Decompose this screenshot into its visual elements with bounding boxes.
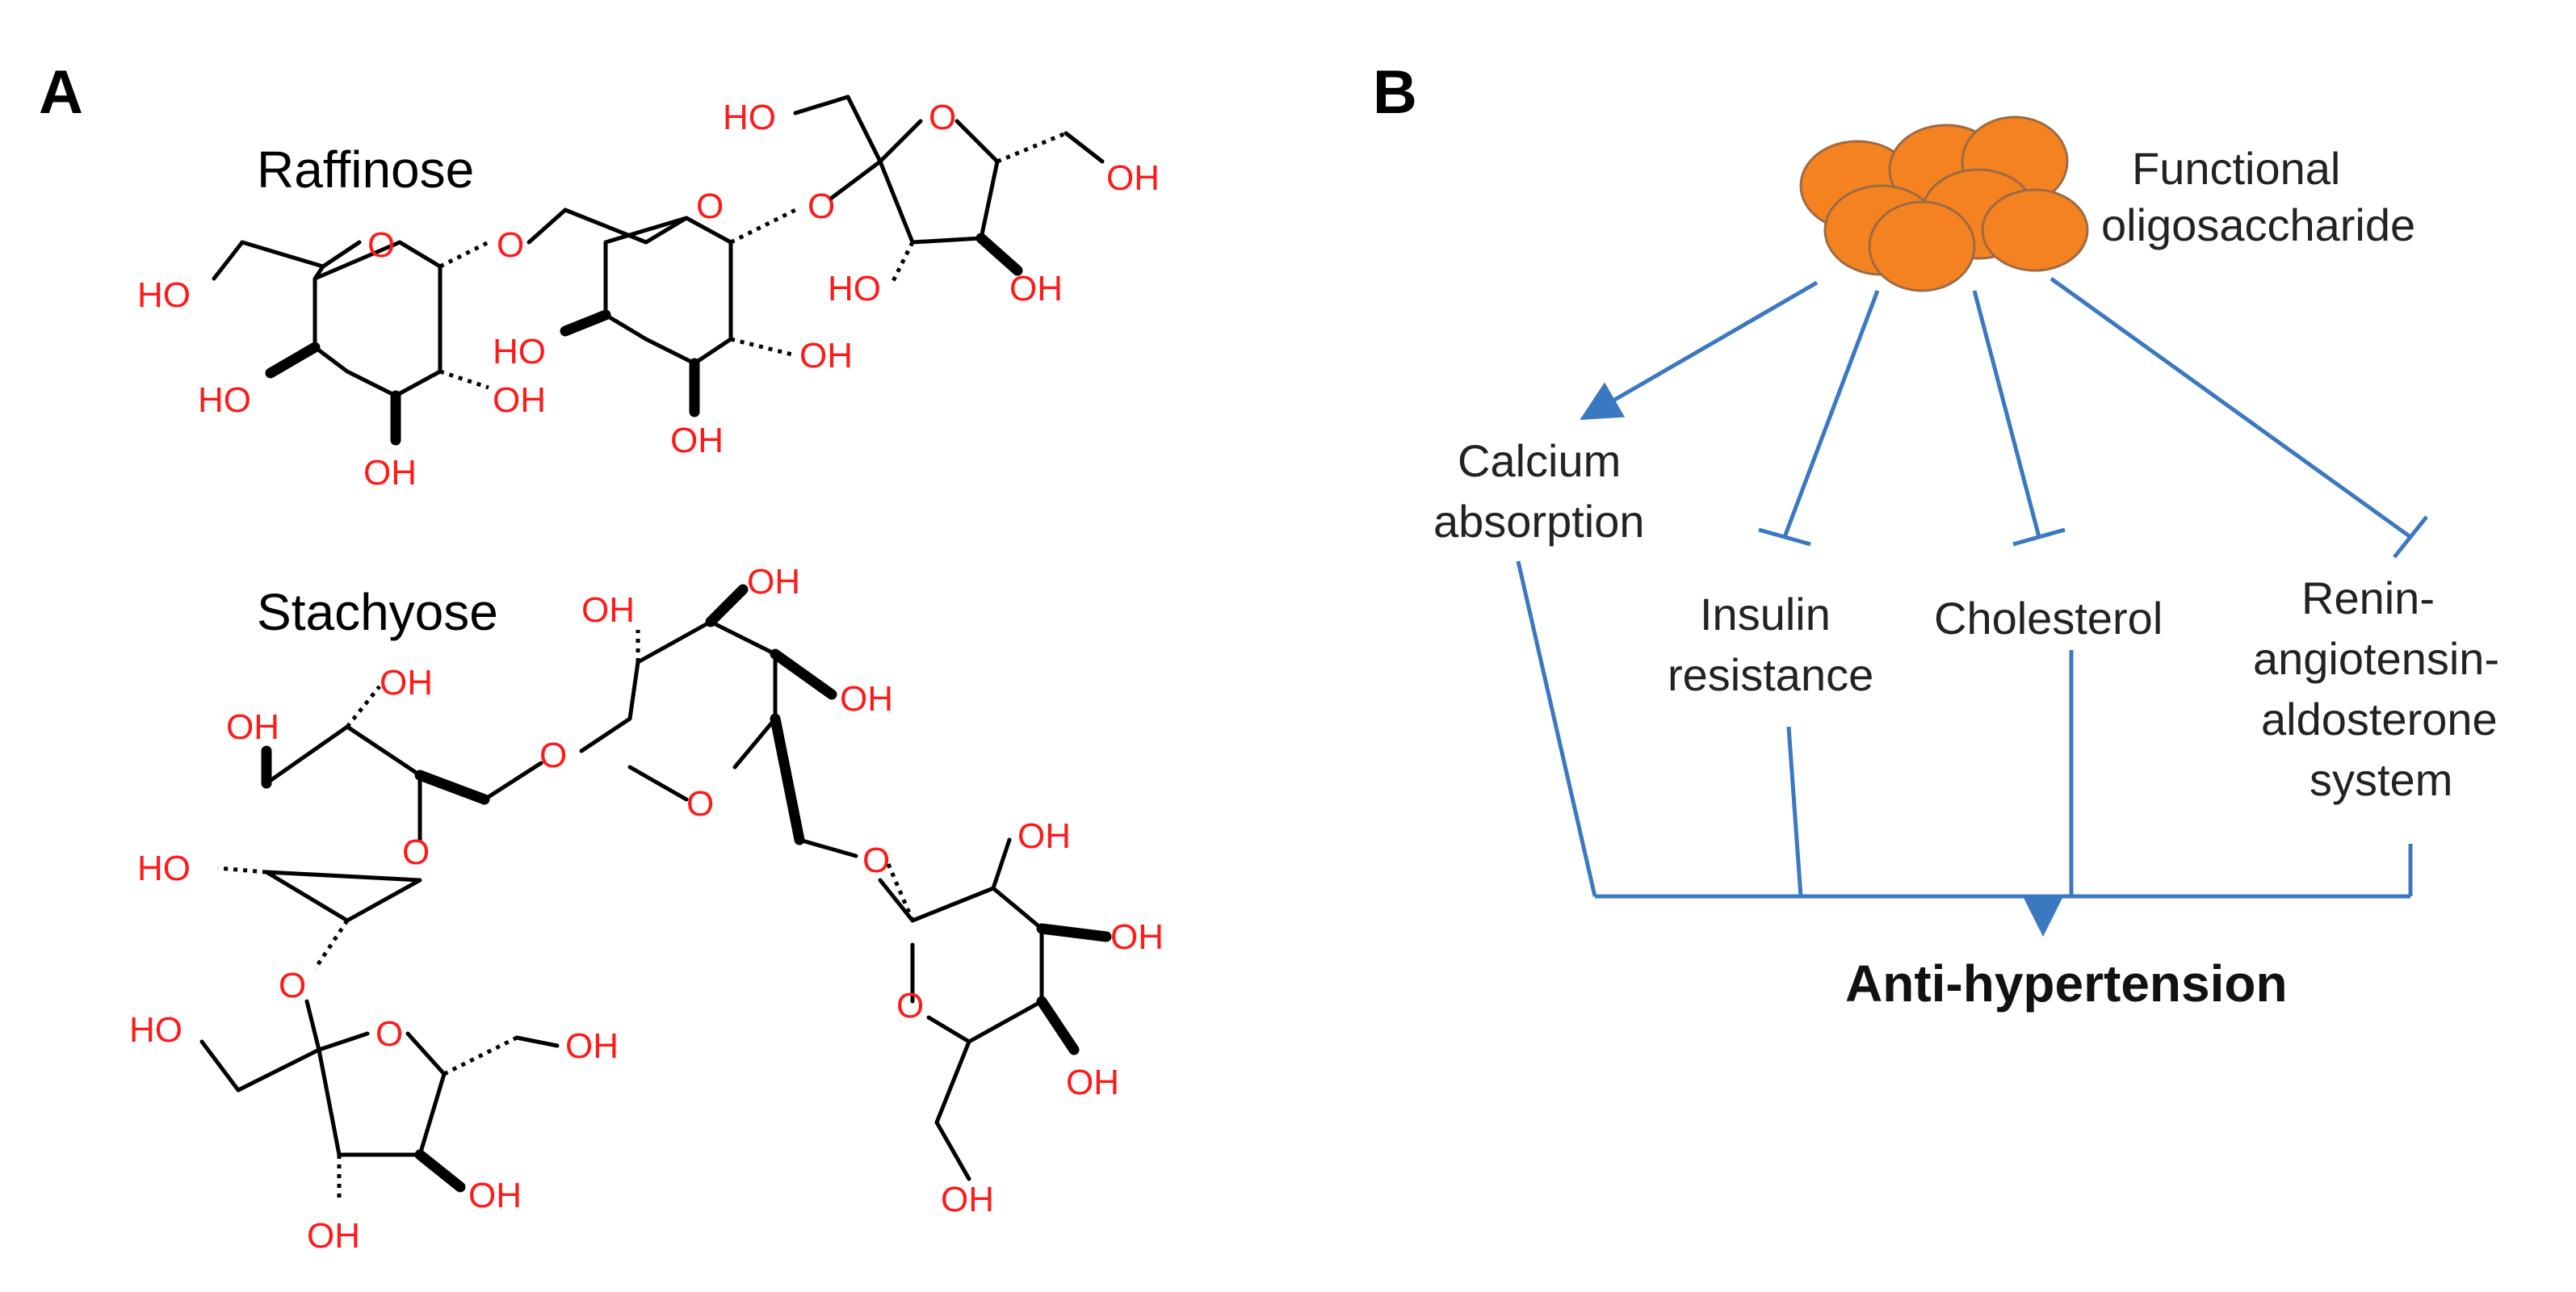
outcome-label: Anti-hypertension xyxy=(1845,954,2288,1013)
bridge-oxygen: O xyxy=(862,841,890,880)
bridge-oxygen: O xyxy=(279,966,306,1005)
panel-b: B Functional oligosaccharide Calcium ab xyxy=(1373,58,2499,1013)
ring-oxygen: O xyxy=(929,98,956,137)
bridge-oxygen: O xyxy=(497,225,524,265)
hydroxyl-label: OH xyxy=(226,707,279,747)
effect-insulin-line-2: resistance xyxy=(1668,649,1873,700)
hydroxyl-label: OH xyxy=(1066,1063,1119,1102)
raffinose-structure: Raffinose O HO HO OH OH O xyxy=(137,94,1160,493)
hydroxyl-label: OH xyxy=(941,1180,994,1219)
stachyose-title: Stachyose xyxy=(257,583,498,641)
arrow-inhibits-cholesterol xyxy=(1972,290,2041,538)
hydroxyl-label: OH xyxy=(747,562,800,602)
bridge-oxygen: O xyxy=(808,187,835,226)
raffinose-title: Raffinose xyxy=(257,141,474,199)
insulin-to-outcome-line xyxy=(1786,726,1803,897)
ring-oxygen: O xyxy=(402,833,430,872)
hydroxyl-label: OH xyxy=(380,663,433,703)
hydroxyl-label: OH xyxy=(1110,917,1164,957)
ring-oxygen: O xyxy=(896,986,924,1026)
raffinose-ring-1: O HO HO OH OH O xyxy=(137,208,568,493)
hydroxyl-label: OH xyxy=(581,590,635,630)
hydroxyl-label: HO xyxy=(493,332,546,371)
effect-cholesterol-line-1: Cholesterol xyxy=(1934,593,2163,644)
arrow-inhibits-raas xyxy=(2049,276,2412,539)
hydroxyl-label: HO xyxy=(198,380,251,420)
stachyose-ring-c: O OH OH OH OH xyxy=(878,816,1164,1219)
hydroxyl-label: OH xyxy=(363,453,417,493)
effect-calcium: Calcium absorption xyxy=(1433,435,1645,547)
hydroxyl-label: OH xyxy=(840,679,893,719)
hydroxyl-label: OH xyxy=(307,1216,360,1256)
effect-arrows xyxy=(1580,276,2428,559)
ring-oxygen: O xyxy=(686,784,714,824)
hydroxyl-label: OH xyxy=(1017,816,1071,856)
oligosaccharide-cluster-icon xyxy=(1799,115,2089,292)
effect-insulin: Insulin resistance xyxy=(1668,589,1873,700)
effect-calcium-line-2: absorption xyxy=(1433,496,1645,547)
arrow-inhibits-insulin xyxy=(1782,290,1880,538)
effect-raas-line-4: system xyxy=(2310,754,2452,805)
bridge-oxygen: O xyxy=(539,736,567,775)
hydroxyl-label: HO xyxy=(828,269,881,308)
source-label-line-2: oligosaccharide xyxy=(2101,199,2415,250)
hydroxyl-label: OH xyxy=(1009,269,1063,308)
effect-raas: Renin- angiotensin- aldosterone system xyxy=(2253,573,2499,805)
stachyose-ring-a: O OH OH HO O O xyxy=(137,663,567,1005)
panel-a: A Raffinose O HO HO OH OH O xyxy=(39,58,1164,1256)
ring-oxygen: O xyxy=(375,1014,403,1054)
calcium-to-outcome-line xyxy=(1516,560,1597,897)
raffinose-ring-2: O HO OH OH O xyxy=(493,187,853,460)
effect-raas-line-1: Renin- xyxy=(2301,573,2435,623)
raffinose-ring-3: O HO OH HO OH xyxy=(723,94,1160,308)
ring-oxygen: O xyxy=(696,187,724,226)
hydroxyl-label: OH xyxy=(468,1176,522,1215)
inhibit-bar-cholesterol xyxy=(2012,527,2066,547)
hydroxyl-label: HO xyxy=(129,1010,183,1050)
effect-raas-line-2: angiotensin- xyxy=(2253,633,2499,684)
effect-insulin-line-1: Insulin xyxy=(1700,589,1831,640)
convergence-lines xyxy=(1516,560,2413,937)
stachyose-ring-b: O OH OH OH O xyxy=(579,562,893,880)
hydroxyl-label: HO xyxy=(137,849,191,888)
effect-calcium-line-1: Calcium xyxy=(1458,435,1621,486)
stachyose-structure: Stachyose O OH OH HO O O xyxy=(129,562,1164,1256)
hydroxyl-label: OH xyxy=(670,421,724,460)
hydroxyl-label: OH xyxy=(799,336,853,375)
inhibit-bar-insulin xyxy=(1758,527,1811,547)
panel-b-letter: B xyxy=(1373,58,1417,127)
arrow-promotes-calcium xyxy=(1580,280,1819,421)
hydroxyl-label: OH xyxy=(1106,158,1160,198)
effect-raas-line-3: aldosterone xyxy=(2261,694,2498,745)
source-label-line-1: Functional xyxy=(2132,143,2340,194)
hydroxyl-label: OH xyxy=(565,1026,619,1066)
hydroxyl-label: OH xyxy=(493,380,546,420)
hydroxyl-label: HO xyxy=(137,275,191,315)
inhibit-bar-raas xyxy=(2393,515,2428,559)
ring-oxygen: O xyxy=(367,225,395,265)
stachyose-ring-d: O HO OH OH OH xyxy=(129,999,619,1256)
effect-cholesterol: Cholesterol xyxy=(1934,593,2163,644)
panel-a-letter: A xyxy=(39,58,83,127)
hydroxyl-label: HO xyxy=(723,98,776,137)
